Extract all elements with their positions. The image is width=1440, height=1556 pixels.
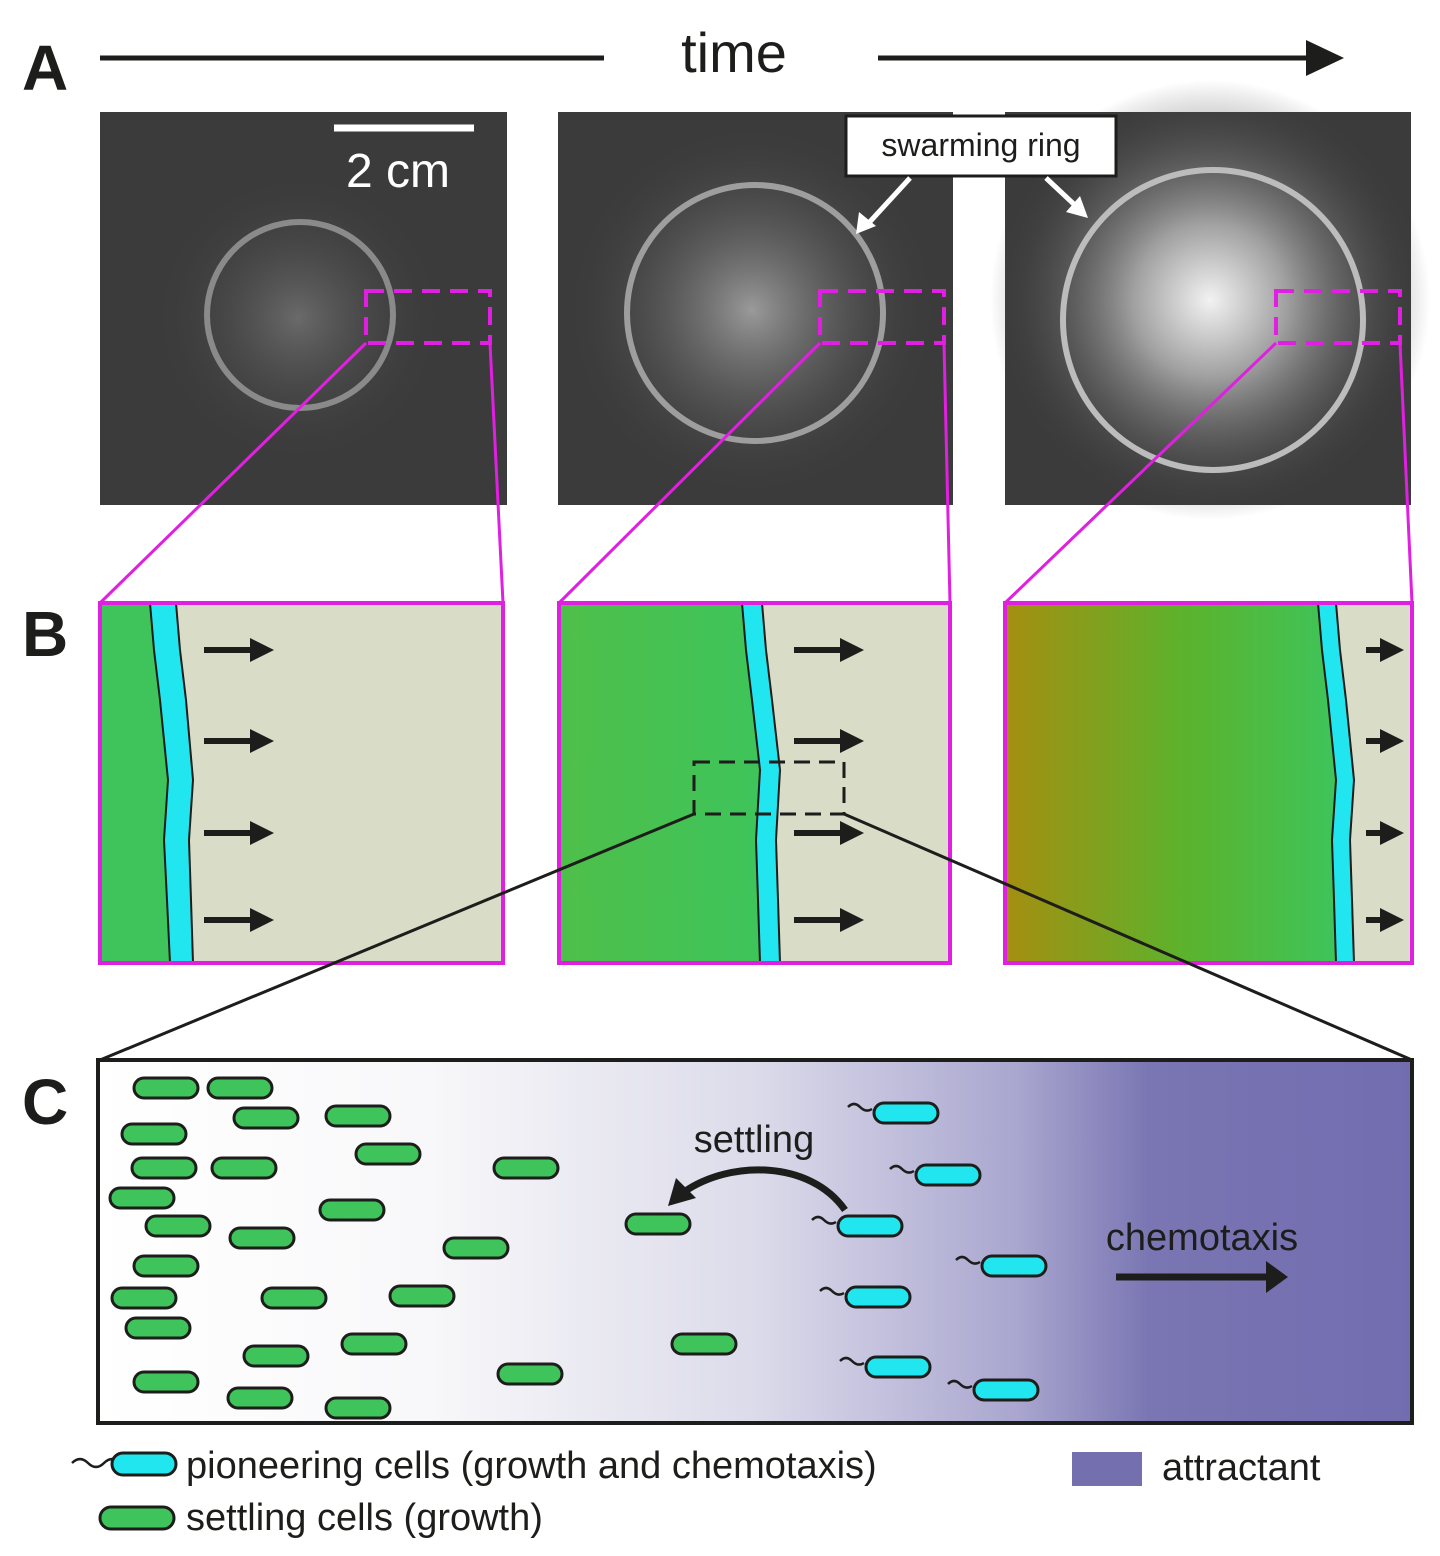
panel-letter-b: B xyxy=(22,598,68,670)
pioneering-cell xyxy=(947,1378,1040,1402)
settling-arrow xyxy=(682,1166,848,1213)
chemotaxis-label: chemotaxis xyxy=(1106,1217,1298,1259)
scale-bar-label: 2 cm xyxy=(346,145,450,198)
pioneering-cell-body xyxy=(844,1285,912,1309)
callout-arrow-late xyxy=(1044,176,1080,210)
legend-pioneering-label: pioneering cells (growth and chemotaxis) xyxy=(186,1445,877,1487)
time-axis: time xyxy=(100,21,1344,84)
settling-label: settling xyxy=(694,1119,814,1161)
settling-cell xyxy=(624,1212,692,1236)
flagellum xyxy=(955,1255,981,1265)
panel-letter-a: A xyxy=(22,32,68,104)
pioneering-cell xyxy=(839,1355,932,1379)
settling-cell xyxy=(132,1254,200,1278)
settling-cell xyxy=(132,1076,200,1100)
flagellum xyxy=(847,1102,873,1112)
time-arrow-head xyxy=(1306,40,1344,76)
legend-settling-label: settling cells (growth) xyxy=(186,1497,543,1539)
pioneering-cell xyxy=(847,1101,940,1125)
zoom-box-late xyxy=(1274,289,1402,345)
expansion-arrows-middle xyxy=(794,638,864,932)
settled-region-late xyxy=(1005,603,1336,963)
legend-settling-swatch xyxy=(98,1505,176,1531)
settling-cell xyxy=(228,1226,296,1250)
settling-cell xyxy=(388,1284,456,1308)
settling-cell xyxy=(232,1106,300,1130)
photo-middle xyxy=(558,112,953,505)
flagellum xyxy=(839,1356,865,1366)
legend: pioneering cells (growth and chemotaxis)… xyxy=(71,1445,1321,1539)
settling-cell xyxy=(242,1344,310,1368)
front-schematic-late xyxy=(1003,601,1414,965)
callout-arrow-middle xyxy=(864,176,912,228)
pioneering-cell-body xyxy=(872,1101,940,1125)
pioneering-cell xyxy=(955,1254,1048,1278)
settling-cell xyxy=(496,1362,564,1386)
settling-cell xyxy=(110,1286,178,1310)
pioneering-cell-body xyxy=(972,1378,1040,1402)
swarming-ring-callout: swarming ring xyxy=(844,114,1118,234)
settling-cell xyxy=(324,1396,392,1420)
legend-pioneering-swatch xyxy=(71,1451,178,1477)
settling-cells-group xyxy=(108,1076,738,1420)
pioneering-cell-body xyxy=(836,1214,904,1238)
callout-label: swarming ring xyxy=(881,127,1080,163)
settling-cell xyxy=(354,1142,422,1166)
settling-cell xyxy=(442,1236,510,1260)
settling-cell xyxy=(226,1386,294,1410)
settling-cell xyxy=(132,1370,200,1394)
pioneering-cell xyxy=(819,1285,912,1309)
swarming-ring-middle xyxy=(624,182,886,444)
expansion-arrows-late xyxy=(1366,638,1404,932)
settling-cell xyxy=(130,1156,198,1180)
pioneering-cells-group xyxy=(811,1101,1048,1402)
flagellum xyxy=(889,1164,915,1174)
callout-box xyxy=(844,114,1118,178)
settled-region-middle xyxy=(559,603,760,963)
pioneering-cell xyxy=(811,1214,904,1238)
flagellum xyxy=(947,1379,973,1389)
pioneering-cell-body xyxy=(980,1254,1048,1278)
settling-cell xyxy=(340,1332,408,1356)
zoom-connectors-ab xyxy=(98,341,1414,605)
flagellum xyxy=(811,1215,837,1225)
zoom-box-early xyxy=(364,289,492,345)
settling-cell xyxy=(324,1104,392,1128)
time-label: time xyxy=(681,21,787,84)
zoom-box-middle xyxy=(818,289,946,345)
zoom-connectors-bc xyxy=(99,812,1413,1062)
settling-cell xyxy=(492,1156,560,1180)
attractant-gradient-field xyxy=(96,1058,1414,1425)
settling-cell xyxy=(120,1122,188,1146)
pioneer-band-early xyxy=(150,603,193,963)
legend-attractant-swatch xyxy=(1072,1452,1142,1486)
cell-schematic: settling chemotaxis xyxy=(96,1058,1414,1425)
settling-cell xyxy=(108,1186,176,1210)
settling-cell xyxy=(206,1076,274,1100)
pioneering-cell-body xyxy=(914,1163,982,1187)
flagellum xyxy=(819,1286,845,1296)
pioneering-cell-body xyxy=(864,1355,932,1379)
settling-cell xyxy=(144,1214,212,1238)
panel-letter-c: C xyxy=(22,1066,68,1138)
photo-early: 2 cm xyxy=(100,112,507,505)
zoom-box-b xyxy=(692,760,846,816)
swarming-ring-late xyxy=(1060,167,1366,473)
settling-cell xyxy=(260,1286,328,1310)
settling-cell xyxy=(124,1316,192,1340)
front-schematic-early xyxy=(98,601,505,965)
pioneering-cell xyxy=(889,1163,982,1187)
front-schematic-middle xyxy=(557,601,952,965)
settling-cell xyxy=(210,1156,278,1180)
settling-cell xyxy=(318,1198,386,1222)
settling-cell xyxy=(670,1332,738,1356)
legend-attractant-label: attractant xyxy=(1162,1447,1321,1489)
expansion-arrows-early xyxy=(204,638,274,932)
settled-region-early xyxy=(100,603,170,963)
